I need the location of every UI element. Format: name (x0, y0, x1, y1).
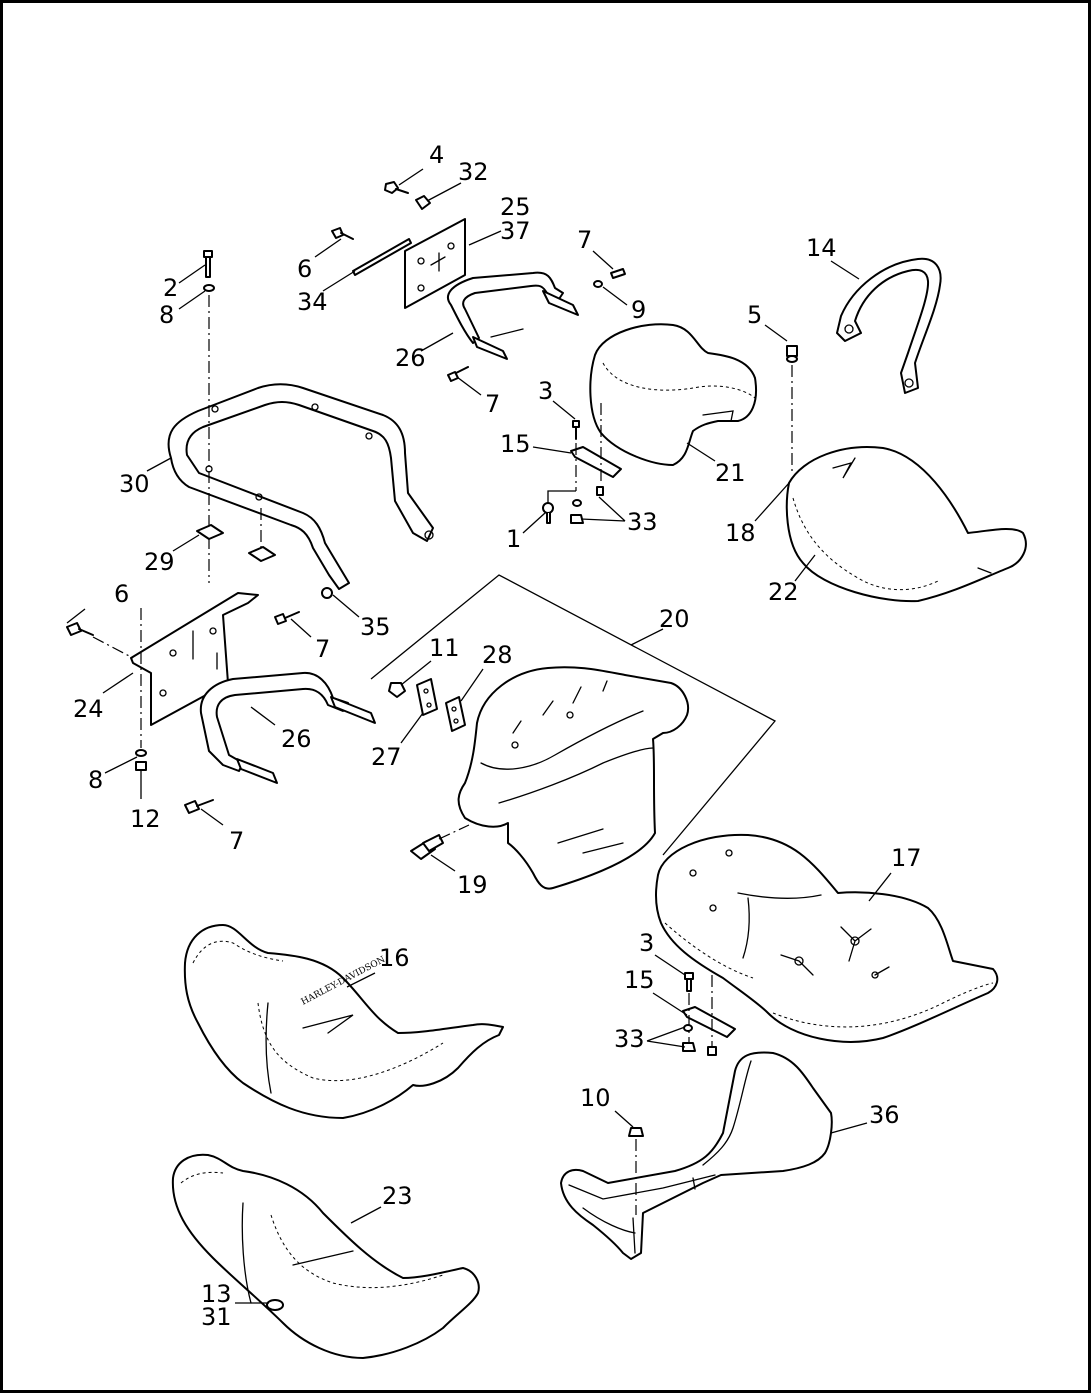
nut-11 (388, 682, 406, 698)
callout-29: 29 (144, 548, 175, 576)
nut-33-lower (682, 1024, 696, 1052)
callout-24: 24 (73, 695, 104, 723)
callout-20: 20 (659, 605, 690, 633)
bolt-4 (384, 181, 409, 194)
callout-6-top: 6 (297, 255, 312, 283)
plate-28 (445, 696, 466, 732)
callout-2: 2 (163, 274, 178, 302)
callout-30: 30 (119, 470, 150, 498)
screw-7-mid (274, 611, 300, 625)
callout-25: 25 (500, 193, 531, 221)
callout-1: 1 (506, 525, 521, 553)
exploded-view-drawing: HARLEY-DAVIDSON (66, 141, 1027, 1359)
callout-7-lower: 7 (229, 827, 244, 855)
screw-7-lower (184, 799, 214, 814)
touring-seat-17 (655, 833, 999, 1043)
callout-7-top-right: 7 (577, 226, 592, 254)
callout-12: 12 (130, 805, 161, 833)
callout-15-lower: 15 (624, 966, 655, 994)
callout-11: 11 (429, 634, 460, 662)
nut-12 (135, 761, 147, 771)
callout-9: 9 (631, 296, 646, 324)
callout-7-mid: 7 (315, 635, 330, 663)
callout-3-upper: 3 (538, 377, 553, 405)
washer-8-lower (135, 749, 147, 757)
two-up-seat-23 (171, 1153, 480, 1359)
license-plate-bracket-25 (404, 218, 466, 309)
clip-29-right (248, 546, 276, 562)
callout-32: 32 (458, 158, 489, 186)
luggage-rack-36 (560, 1051, 833, 1260)
callout-16: 16 (379, 944, 410, 972)
callout-5: 5 (747, 301, 762, 329)
callout-labels: 4 32 25 37 7 6 34 9 14 2 8 26 7 5 3 15 2… (73, 141, 922, 1331)
seat-bracket-15-upper (570, 446, 622, 478)
seat-bracket-15-lower (682, 1006, 736, 1038)
nut-33-upper (570, 499, 584, 524)
callout-21: 21 (715, 459, 746, 487)
driver-backrest-20 (457, 666, 689, 890)
callout-33-upper: 33 (627, 508, 658, 536)
leader-lines (66, 168, 892, 1304)
pin-19 (410, 834, 444, 860)
passenger-strap-14 (836, 257, 942, 394)
sissy-bar-frame-30 (167, 383, 434, 590)
screw-2 (203, 250, 213, 278)
backrest-arm-26-top (446, 271, 579, 360)
washer-9 (593, 280, 603, 288)
callout-33-lower: 33 (614, 1025, 645, 1053)
callout-26-lower: 26 (281, 725, 312, 753)
callout-13: 13 (201, 1280, 232, 1308)
spacer-34 (352, 238, 412, 276)
bolt-6-top (331, 227, 354, 240)
callout-8-top: 8 (159, 301, 174, 329)
callout-27: 27 (371, 743, 402, 771)
screw-3-lower (684, 972, 694, 992)
screw-3-upper (572, 420, 580, 440)
callout-28: 28 (482, 641, 513, 669)
callout-7-top-left: 7 (485, 390, 500, 418)
group-outline-20 (370, 574, 777, 856)
clip-29-left (196, 524, 224, 540)
side-bracket-24 (130, 592, 259, 726)
callout-22: 22 (768, 578, 799, 606)
two-up-seat-16: HARLEY-DAVIDSON (183, 924, 504, 1119)
solo-seat-22 (785, 446, 1027, 603)
callout-18: 18 (725, 519, 756, 547)
screw-7-top-left (447, 366, 469, 382)
assembly-line-19 (438, 824, 470, 840)
callout-35: 35 (360, 613, 391, 641)
backrest-arm-26-lower (199, 671, 376, 784)
callout-8-lower: 8 (88, 766, 103, 794)
callout-10: 10 (580, 1084, 611, 1112)
callout-19: 19 (457, 871, 488, 899)
callout-23: 23 (382, 1182, 413, 1210)
callout-14: 14 (806, 234, 837, 262)
assembly-line-6 (92, 636, 134, 659)
callout-34: 34 (297, 288, 328, 316)
nut-32 (415, 195, 431, 210)
callout-37: 37 (500, 217, 531, 245)
callout-4: 4 (429, 141, 444, 169)
bracket-line-1 (547, 490, 576, 503)
callout-31: 31 (201, 1303, 232, 1331)
nut-5 (786, 345, 798, 363)
nut-10 (628, 1127, 644, 1137)
callout-15-upper: 15 (500, 430, 531, 458)
bracket-27 (416, 678, 438, 716)
callout-36: 36 (869, 1101, 900, 1129)
callout-26-top: 26 (395, 344, 426, 372)
callout-17: 17 (891, 844, 922, 872)
washer-35 (321, 587, 333, 599)
passenger-seat-21 (589, 323, 757, 466)
screw-7-top-right (610, 268, 626, 279)
bolt-6-left (66, 622, 94, 636)
clip-33-lower (707, 1046, 717, 1056)
callout-6-left: 6 (114, 580, 129, 608)
washer-8-top (203, 284, 215, 292)
clip-33-upper (596, 486, 604, 496)
callout-3-lower: 3 (639, 929, 654, 957)
